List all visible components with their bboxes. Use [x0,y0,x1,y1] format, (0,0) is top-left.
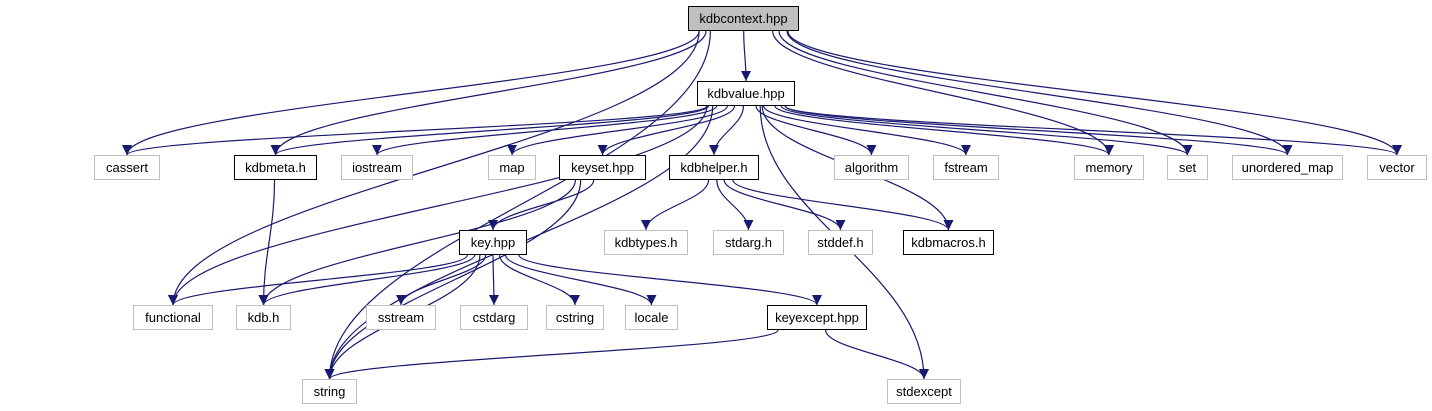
edge-key-to-keyexcept [518,254,822,306]
edge-kdbhelper-to-stdarg_h [716,179,754,231]
edge-kdbcontext-to-cassert [122,30,700,156]
node-cassert: cassert [94,155,160,180]
edge-kdbvalue-to-map [507,105,728,156]
edge-kdbcontext-to-vector [787,30,1402,156]
edge-kdbcontext-to-kdbmeta [270,30,707,156]
edge-key-to-cstdarg [488,254,499,306]
edge-kdbvalue-to-vector [784,105,1402,156]
edge-kdbhelper-to-kdbtypes [641,179,710,231]
edge-kdbvalue-to-set [780,105,1193,156]
edge-kdbcontext-to-unordered_map [786,30,1293,156]
node-stdarg-h: stdarg.h [713,230,784,255]
edge-kdbvalue-to-cassert [122,105,708,156]
node-vector: vector [1367,155,1427,180]
node-keyexcept[interactable]: keyexcept.hpp [767,305,867,330]
edge-kdbvalue-to-keyset [597,105,736,156]
node-fstream: fstream [933,155,999,180]
edge-kdbvalue-to-fstream [763,105,971,156]
node-cstring: cstring [546,305,604,330]
node-keyset[interactable]: keyset.hpp [559,155,646,180]
edge-kdbhelper-to-stddef [723,179,846,231]
node-cstdarg: cstdarg [460,305,528,330]
edge-kdbcontext-to-set [778,30,1193,156]
node-locale: locale [625,305,678,330]
node-kdbmeta[interactable]: kdbmeta.h [234,155,317,180]
node-kdbmacros[interactable]: kdbmacros.h [903,230,994,255]
node-algorithm: algorithm [834,155,909,180]
edge-kdbmeta-to-kdb_h [258,179,276,306]
node-functional: functional [133,305,213,330]
node-kdbtypes: kdbtypes.h [604,230,688,255]
node-string: string [302,379,357,404]
edge-kdbvalue-to-unordered_map [784,105,1293,156]
node-kdbcontext[interactable]: kdbcontext.hpp [688,6,799,31]
edge-kdbcontext-to-kdbvalue [740,30,751,82]
edge-key-to-functional [168,254,468,306]
node-stdexcept: stdexcept [887,379,961,404]
edge-keyexcept-to-stdexcept [824,329,929,380]
edge-key-to-kdb_h [258,254,476,306]
edge-kdbhelper-to-kdbmacros [732,179,954,231]
node-kdb-h: kdb.h [236,305,291,330]
edge-keyset-to-kdb_h [258,179,576,306]
edge-key-to-sstream [396,254,487,306]
edge-kdbcontext-to-functional [168,30,700,306]
node-kdbhelper[interactable]: kdbhelper.h [669,155,759,180]
node-unordered-map: unordered_map [1232,155,1343,180]
edge-kdbvalue-to-functional [168,105,708,306]
node-memory: memory [1074,155,1144,180]
node-sstream: sstream [366,305,436,330]
edge-keyset-to-key [488,179,595,231]
edge-kdbvalue-to-kdbmeta [270,105,709,156]
edge-keyexcept-to-string [324,329,779,380]
edge-key-to-cstring [498,254,580,306]
node-key[interactable]: key.hpp [459,230,527,255]
node-iostream: iostream [341,155,413,180]
edge-keyset-to-string [324,179,582,380]
node-map: map [488,155,536,180]
node-set: set [1167,155,1208,180]
node-stddef: stddef.h [808,230,873,255]
edge-kdbvalue-to-memory [774,105,1114,156]
edge-kdbvalue-to-iostream [372,105,718,156]
node-kdbvalue[interactable]: kdbvalue.hpp [697,81,795,106]
edge-kdbvalue-to-kdbhelper [709,105,745,156]
edge-key-to-locale [505,254,657,306]
edge-kdbcontext-to-string [324,30,711,380]
edge-kdbcontext-to-memory [772,30,1114,156]
